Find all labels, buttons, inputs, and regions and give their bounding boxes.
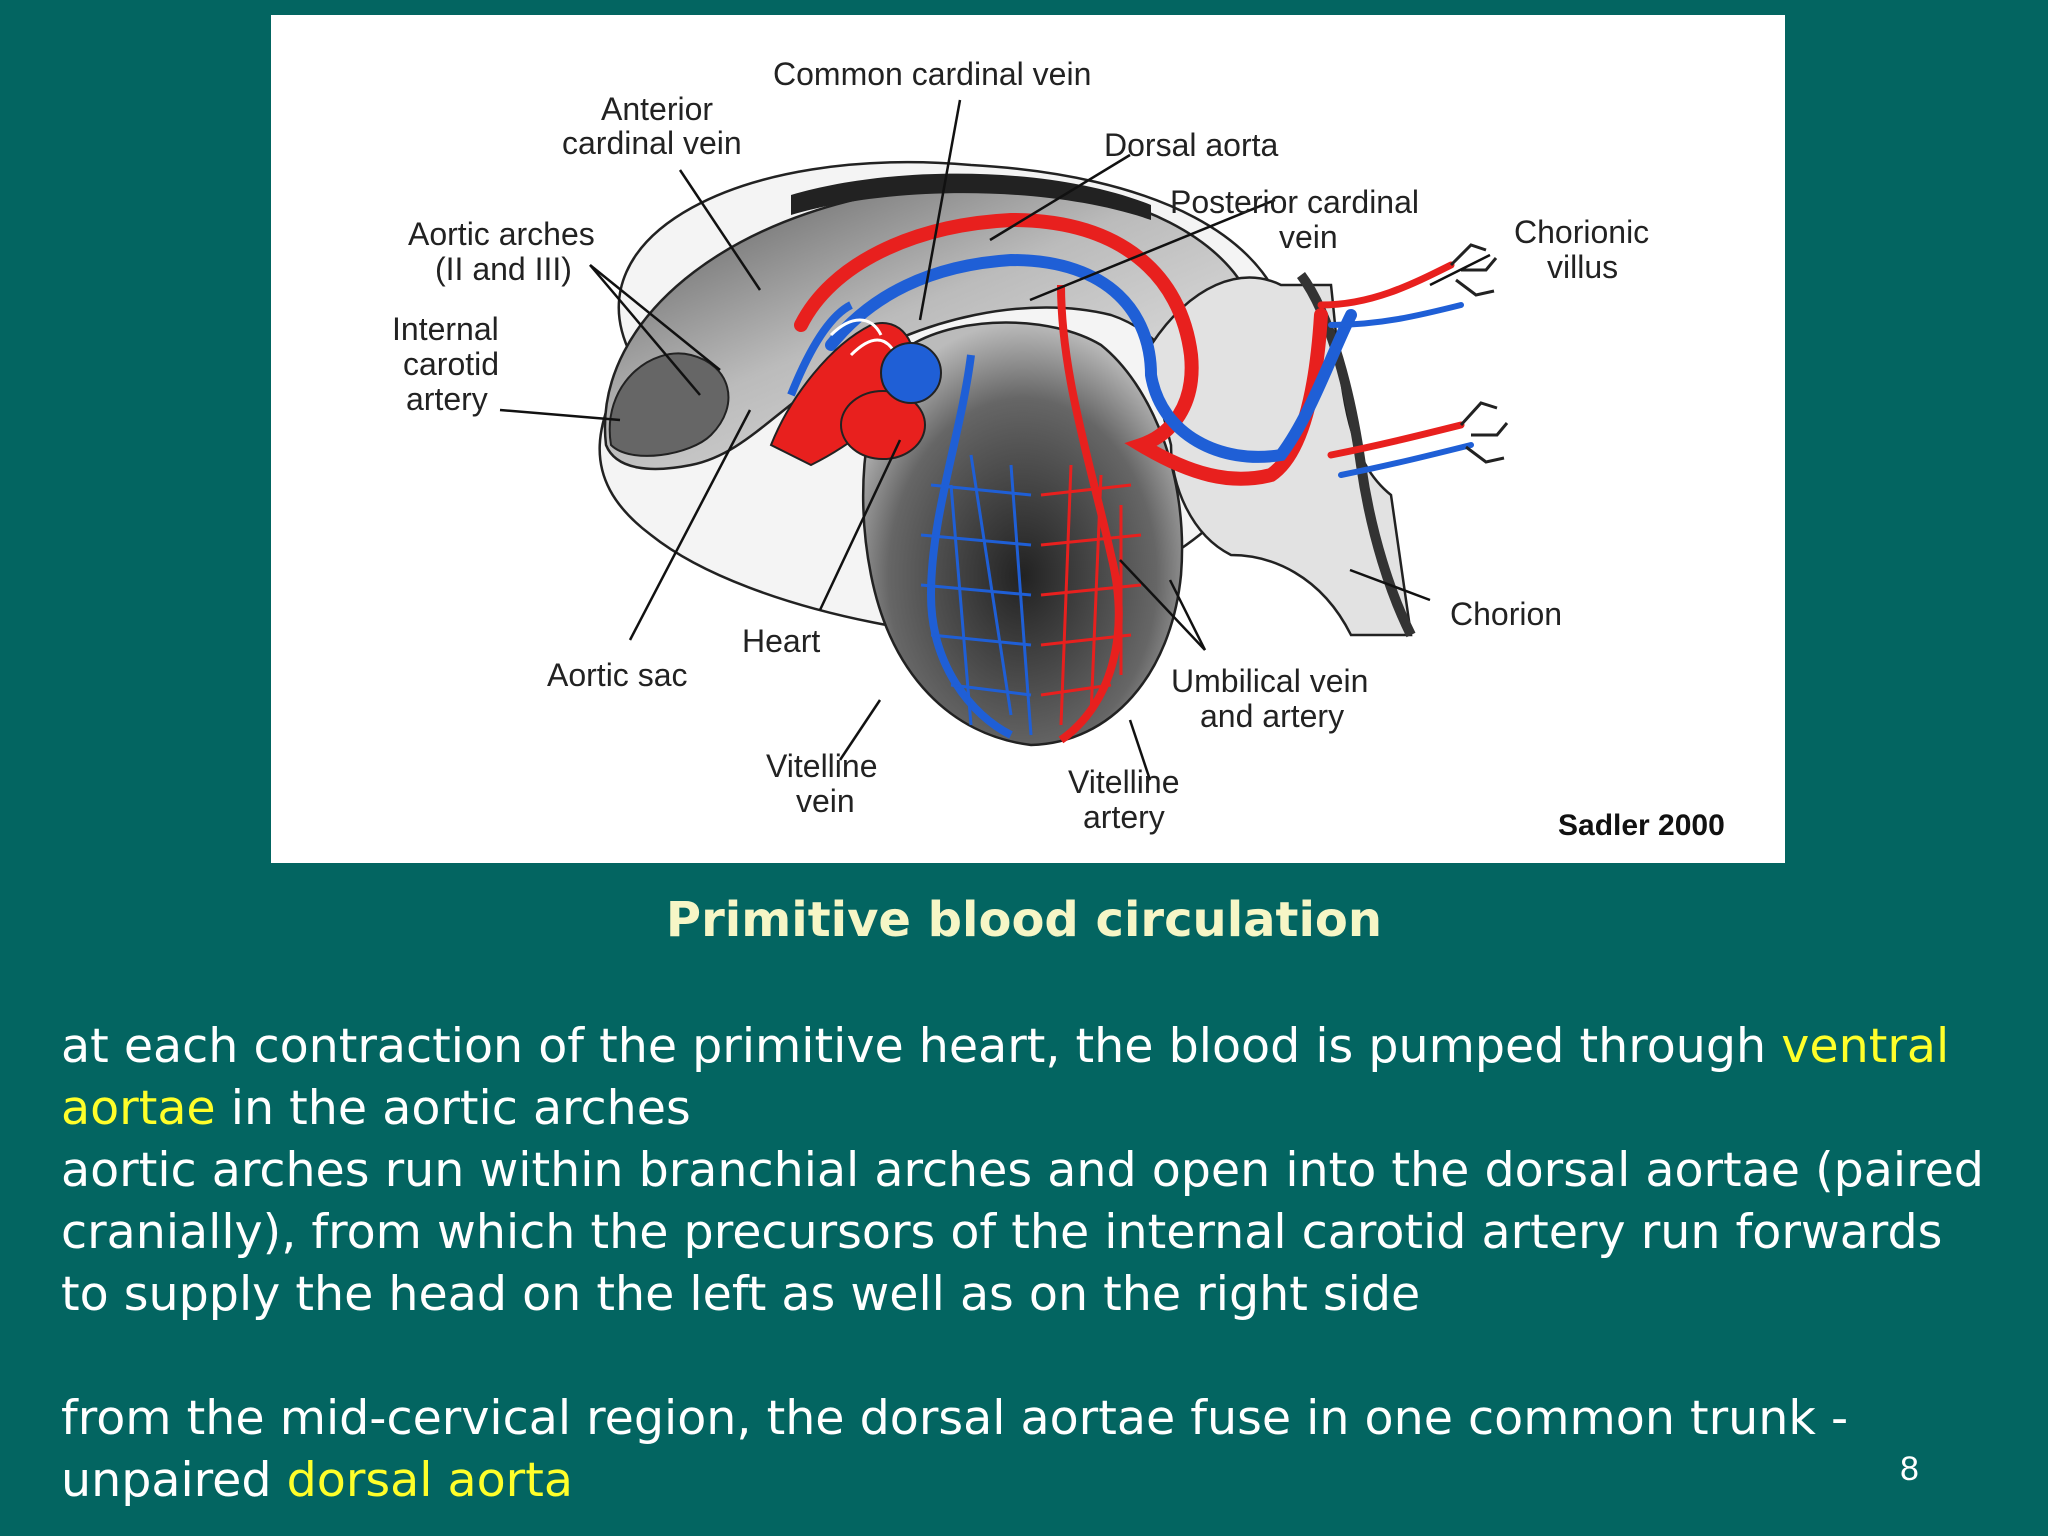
diagram-labels: Common cardinal vein Anterior cardinal v… bbox=[392, 56, 1725, 842]
paragraph-3: from the mid-cervical region, the dorsal… bbox=[61, 1391, 1849, 1508]
label-vitelline-vein: vein bbox=[796, 783, 855, 819]
figure-credit: Sadler 2000 bbox=[1558, 809, 1725, 842]
chorionic-villi bbox=[1449, 243, 1509, 464]
label-internal-carotid-artery: carotid bbox=[403, 346, 499, 382]
label-aortic-arches: (II and III) bbox=[435, 251, 572, 287]
paragraph-2: aortic arches run within branchial arche… bbox=[61, 1143, 1984, 1322]
label-umbilical-vein-artery: and artery bbox=[1200, 698, 1344, 734]
label-vitelline-artery: artery bbox=[1083, 799, 1165, 835]
label-chorionic-villus: Chorionic bbox=[1514, 214, 1649, 250]
label-heart: Heart bbox=[742, 623, 820, 659]
label-common-cardinal-vein: Common cardinal vein bbox=[773, 56, 1091, 92]
label-posterior-cardinal-vein: Posterior cardinal bbox=[1170, 184, 1419, 220]
label-dorsal-aorta: Dorsal aorta bbox=[1104, 127, 1279, 163]
dorsal-dark-band bbox=[791, 173, 1151, 220]
label-anterior-cardinal-vein: cardinal vein bbox=[562, 125, 742, 161]
highlight-ventral-aortae: ventral aortae bbox=[61, 1019, 1950, 1136]
page-number: 8 bbox=[1900, 1450, 1919, 1488]
label-vitelline-artery: Vitelline bbox=[1068, 764, 1179, 800]
label-internal-carotid-artery: Internal bbox=[392, 311, 499, 347]
label-internal-carotid-artery: artery bbox=[406, 381, 488, 417]
label-anterior-cardinal-vein: Anterior bbox=[601, 91, 713, 127]
leader-lines bbox=[499, 99, 1491, 781]
vitelline-vessels bbox=[920, 284, 1142, 744]
figure-caption: Primitive blood circulation bbox=[665, 892, 1383, 948]
label-umbilical-vein-artery: Umbilical vein bbox=[1171, 663, 1368, 699]
body-text: at each contraction of the primitive hea… bbox=[61, 1016, 1991, 1512]
label-aortic-arches: Aortic arches bbox=[408, 216, 595, 252]
label-vitelline-vein: Vitelline bbox=[766, 748, 877, 784]
diagram-svg: Common cardinal vein Anterior cardinal v… bbox=[392, 56, 1725, 842]
paragraph-1: at each contraction of the primitive hea… bbox=[61, 1019, 1950, 1136]
embryo-circulation-diagram: Common cardinal vein Anterior cardinal v… bbox=[271, 15, 1785, 863]
heart-region bbox=[769, 301, 942, 467]
label-posterior-cardinal-vein: vein bbox=[1279, 219, 1338, 255]
head-fold bbox=[608, 352, 730, 457]
highlight-dorsal-aorta: dorsal aorta bbox=[286, 1453, 573, 1508]
label-chorion: Chorion bbox=[1450, 596, 1562, 632]
label-aortic-sac: Aortic sac bbox=[547, 657, 687, 693]
label-chorionic-villus: villus bbox=[1547, 249, 1618, 285]
